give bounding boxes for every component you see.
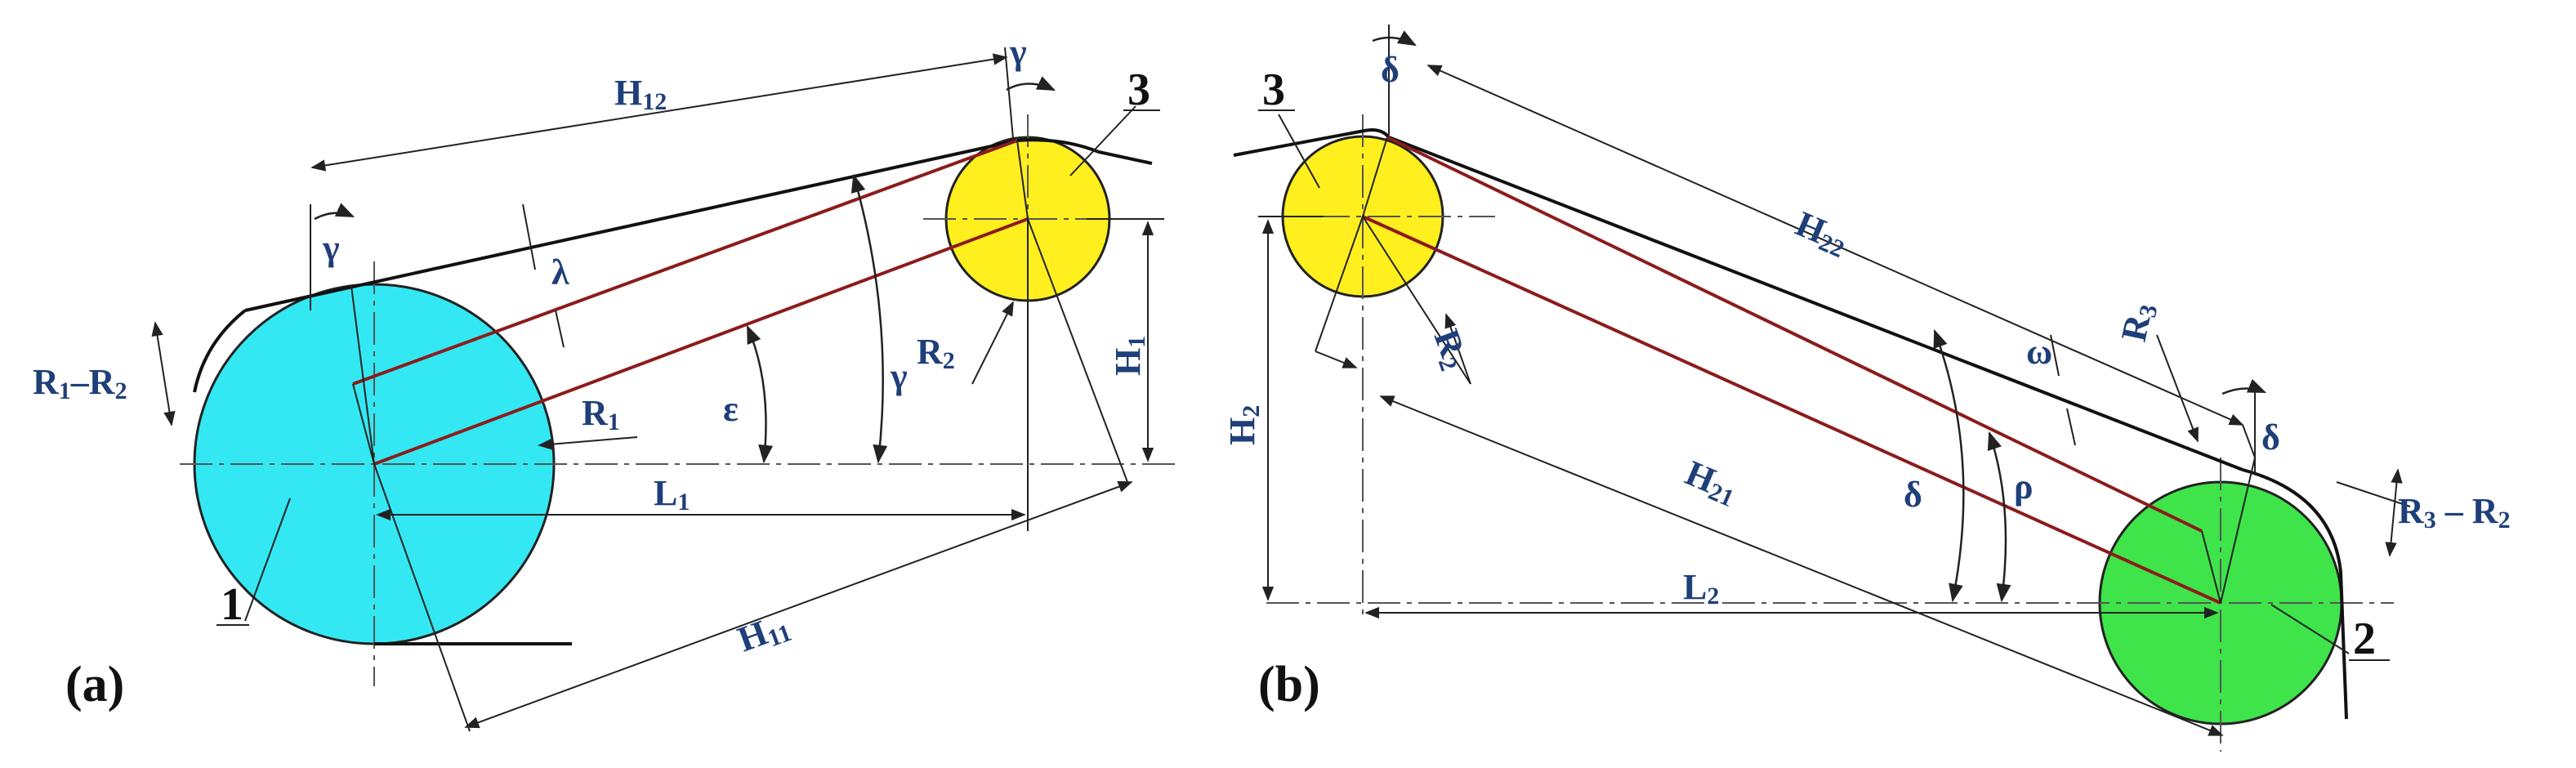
label-gamma-left-a: γ <box>322 228 340 268</box>
label-lambda: λ <box>551 252 569 292</box>
label-delta-mid: δ <box>1904 475 1922 515</box>
panel-a: H12 γ γ λ R1–R2 R1 ε γ R2 H1 L1 <box>33 32 1176 732</box>
label-epsilon: ε <box>723 389 739 429</box>
dim-H12 <box>310 47 1014 310</box>
label-H1: H1 <box>1108 336 1150 376</box>
label-L2: L2 <box>1683 567 1719 609</box>
panel-b: δ H22 H2 R2 H21 L2 δ ρ ω R3 <box>1222 25 2511 752</box>
label-rho: ρ <box>2014 467 2034 507</box>
label-delta-top: δ <box>1381 50 1400 90</box>
label-H2: H2 <box>1222 405 1265 445</box>
label-R1-R2: R1–R2 <box>33 362 127 404</box>
label-R1: R1 <box>582 393 620 435</box>
pulley-1-number: 1 <box>221 579 243 630</box>
label-R2-b: R2 <box>1424 324 1477 375</box>
panel-a-tag: (a) <box>65 657 124 712</box>
label-R3-R2: R3 – R2 <box>2398 491 2511 534</box>
label-delta-right: δ <box>2261 417 2280 458</box>
label-omega: ω <box>2026 332 2052 372</box>
label-H22: H22 <box>1789 203 1854 263</box>
construction-lines-b <box>1315 136 2256 605</box>
pulley-2-number: 2 <box>2353 614 2376 664</box>
pulley-3-number-b: 3 <box>1262 65 1285 115</box>
label-L1: L1 <box>654 473 690 516</box>
label-gamma-top-a: γ <box>1009 32 1027 72</box>
label-R2-a: R2 <box>917 332 955 374</box>
label-gamma-mid-a: γ <box>890 356 908 396</box>
label-H11: H11 <box>733 605 796 662</box>
label-H21: H21 <box>1679 453 1743 512</box>
label-R3: R3 <box>2114 299 2163 346</box>
panel-b-tag: (b) <box>1258 657 1320 712</box>
construction-lines-a <box>350 139 1128 531</box>
label-H12: H12 <box>614 73 667 115</box>
pulley-3-number-a: 3 <box>1127 65 1150 115</box>
